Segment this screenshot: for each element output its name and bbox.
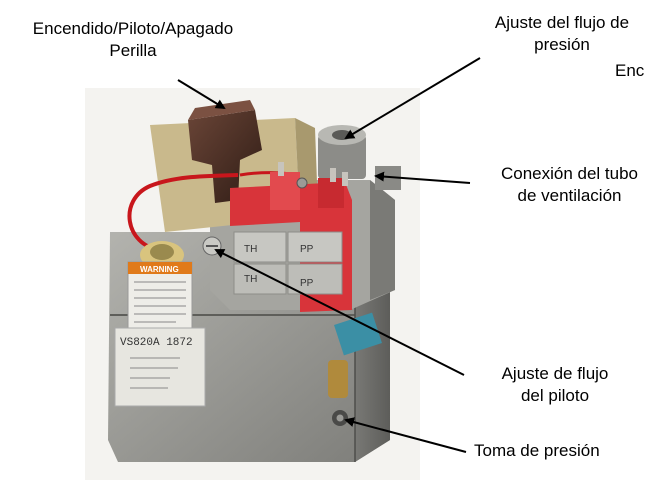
cut-off-label: Enc xyxy=(615,61,645,80)
pilot-adjust-label: Ajuste de flujo del piloto xyxy=(470,363,640,407)
brass-fitting xyxy=(328,360,348,398)
callout-arrows xyxy=(177,57,481,453)
terminal-pp-top: PP xyxy=(300,244,314,255)
pressure-adjust-label: Ajuste del flujo de presión xyxy=(462,12,655,56)
terminal-pp-bottom: PP xyxy=(300,278,314,289)
knob-arrow xyxy=(177,79,226,110)
vent-connection-label-line1: Conexión del tubo xyxy=(500,164,639,183)
model-text: VS820A 1872 xyxy=(120,337,193,349)
pilot-adjust-arrow xyxy=(214,249,465,376)
knob-label-line1: Encendido/Piloto/Apagado xyxy=(32,19,234,38)
red-wire xyxy=(127,173,239,252)
pilot-adjust-label-line2: del piloto xyxy=(520,386,590,405)
knob-label: Encendido/Piloto/Apagado Perilla xyxy=(2,18,264,62)
pressure-adjust-label-line1: Ajuste del flujo de xyxy=(494,13,630,32)
model-label: VS820A 1872 xyxy=(114,327,206,407)
vent-arrow xyxy=(374,171,471,184)
pressure-adjust-arrow xyxy=(344,57,481,140)
vent-connection-label-line2: de ventilación xyxy=(517,186,622,205)
terminal-labels: TH PP TH PP xyxy=(233,231,343,295)
knob-label-line2: Perilla xyxy=(109,41,157,60)
blue-connector xyxy=(334,312,382,356)
terminal-th-bottom: TH xyxy=(244,274,257,285)
pilot-adjust-screw xyxy=(202,236,222,256)
pressure-tap-arrow xyxy=(344,417,467,453)
pressure-adjust-label-line2: presión xyxy=(534,35,590,54)
warning-text: WARNING xyxy=(140,265,179,274)
control-knob xyxy=(188,100,262,203)
warning-sticker: WARNING xyxy=(127,261,193,339)
terminal-th-top: TH xyxy=(244,244,257,255)
pressure-regulator-cap xyxy=(318,125,366,179)
pressure-tap-label: Toma de presión xyxy=(474,441,600,460)
vent-connection-label: Conexión del tubo de ventilación xyxy=(472,163,655,207)
pilot-adjust-label-line1: Ajuste de flujo xyxy=(501,364,609,383)
